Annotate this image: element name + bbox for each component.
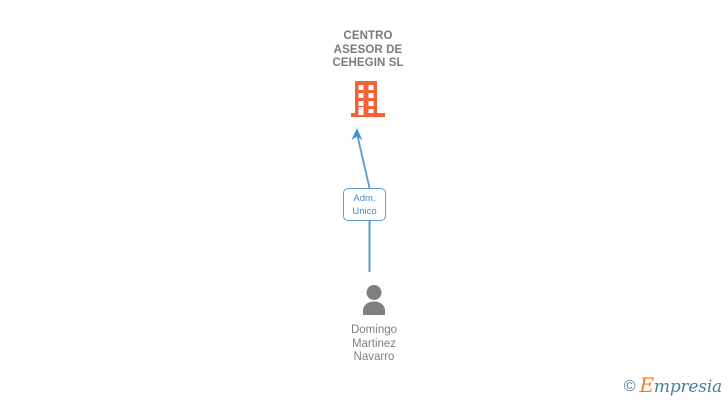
arrow-head-icon	[351, 128, 363, 141]
building-icon	[351, 80, 385, 117]
watermark-empresia: © Empresia	[623, 375, 723, 397]
person-icon	[363, 285, 385, 315]
copyright-icon: ©	[623, 377, 636, 395]
watermark-brand: Empresia	[640, 375, 723, 397]
person-node[interactable]: Domingo Martinez Navarro	[312, 283, 436, 365]
relation-label-line1: Adm.	[353, 192, 376, 204]
watermark-brand-initial: E	[639, 373, 655, 397]
watermark-brand-rest: mpresia	[653, 377, 722, 397]
company-name-label: CENTRO ASESOR DE CEHEGIN SL	[332, 30, 404, 69]
person-name-label: Domingo Martinez Navarro	[350, 324, 398, 363]
relation-box-adm-unico[interactable]: Adm. Unico	[343, 188, 386, 221]
company-node[interactable]: CENTRO ASESOR DE CEHEGIN SL	[304, 30, 432, 121]
relation-to-company-connector	[356, 135, 371, 189]
relation-label-line2: Unico	[352, 205, 377, 217]
company-icon-wrap	[304, 79, 432, 121]
person-icon-wrap	[312, 283, 436, 321]
